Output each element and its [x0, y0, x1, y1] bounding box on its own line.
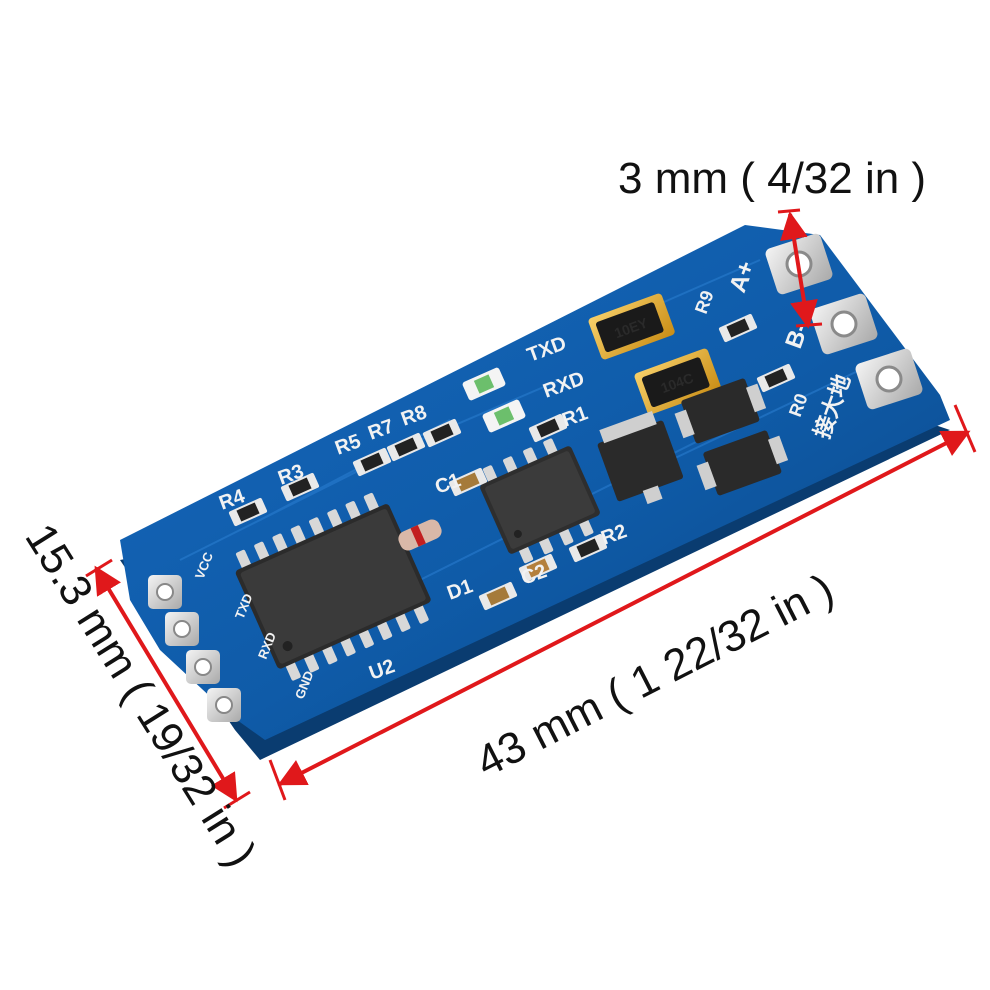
- terminal-pad-b: [810, 293, 878, 355]
- terminal-pad-ground: [855, 348, 923, 410]
- header-pin-rxd: [186, 650, 220, 684]
- led-txd: [462, 367, 506, 401]
- dimension-annotations: [85, 208, 977, 810]
- led-rxd: [482, 399, 526, 433]
- width-arrow: [94, 565, 238, 803]
- tvs-diode-b: 104C: [634, 348, 721, 415]
- header-pin-vcc: [148, 575, 182, 609]
- length-arrow: [277, 430, 971, 786]
- pin-pitch-arrow: [780, 211, 818, 329]
- header-pin-txd: [165, 612, 199, 646]
- pin-pitch-label: 3 mm ( 4/32 in ): [618, 154, 926, 203]
- header-pin-gnd: [207, 688, 241, 722]
- tvs-diode-a: 10EY: [588, 293, 675, 360]
